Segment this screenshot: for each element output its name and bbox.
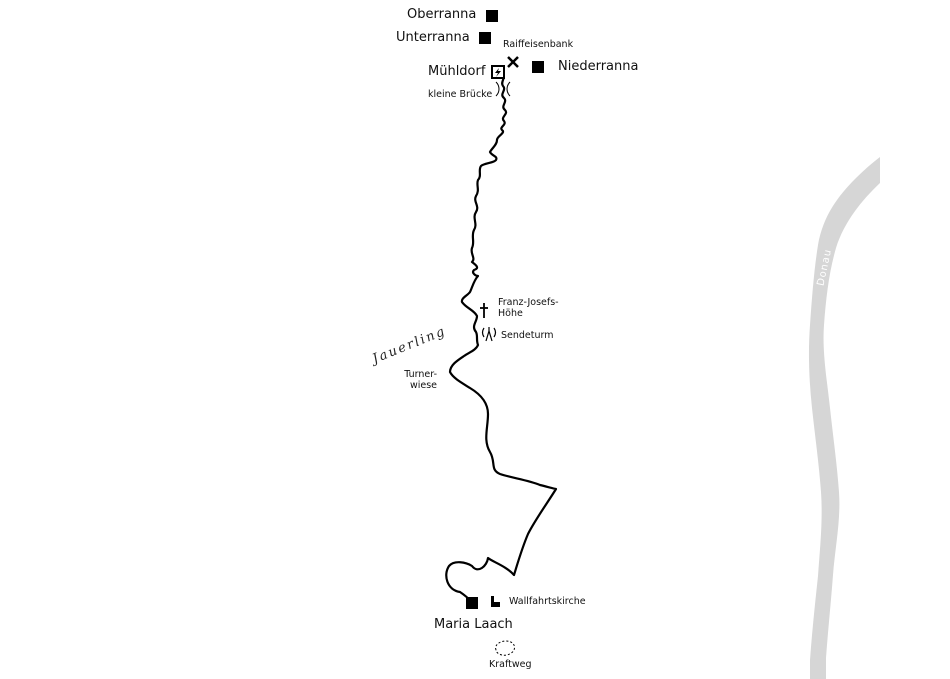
oberranna-marker xyxy=(486,10,498,22)
kraftweg-label: Kraftweg xyxy=(489,659,532,670)
niederranna-marker xyxy=(532,61,544,73)
hiking-route xyxy=(445,72,558,604)
raiffeisenbank-label: Raiffeisenbank xyxy=(503,39,574,50)
sendeturm-label: Sendeturm xyxy=(501,330,554,341)
wallfahrtskirche-label: Wallfahrtskirche xyxy=(509,596,586,607)
bridge-icon xyxy=(495,81,511,97)
turnerwiese-line1: Turner- xyxy=(404,369,437,380)
danube-river xyxy=(808,157,880,679)
maria-laach-marker xyxy=(466,597,478,609)
turnerwiese-line2: wiese xyxy=(409,379,437,391)
turnerwiese-label: Turner- wiese xyxy=(400,369,437,392)
maria-laach-label: Maria Laach xyxy=(434,617,513,632)
church-icon xyxy=(491,596,500,607)
bank-x-icon xyxy=(507,56,519,68)
oberranna-label: Oberranna xyxy=(407,7,477,22)
start-lightning-icon xyxy=(491,65,505,79)
radio-tower-icon xyxy=(481,327,497,342)
franz-josefs-hoehe-label: Franz-Josefs- Höhe xyxy=(498,297,559,320)
niederranna-label: Niederranna xyxy=(558,59,639,74)
muehldorf-label: Mühldorf xyxy=(428,64,486,79)
unterranna-label: Unterranna xyxy=(396,30,470,45)
kraftweg-loop-icon xyxy=(495,640,515,656)
franz-josefs-hoehe-line2: Höhe xyxy=(498,307,523,319)
franz-josefs-hoehe-line1: Franz-Josefs- xyxy=(498,297,559,308)
kleine-bruecke-label: kleine Brücke xyxy=(428,89,493,100)
summit-cross-icon xyxy=(480,303,488,318)
unterranna-marker xyxy=(479,32,491,44)
